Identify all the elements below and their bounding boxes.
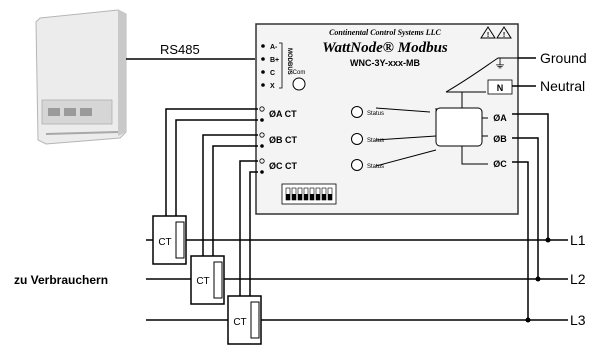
wattnode-meter: Continental Control Systems LLC WattNode…	[255, 23, 519, 215]
status-led-a	[351, 106, 363, 118]
company-name: Continental Control Systems LLC	[329, 28, 441, 37]
status-led-c	[351, 159, 363, 171]
dip-switch-knob	[292, 194, 296, 200]
product-name: WattNode® Modbus	[322, 40, 448, 56]
neutral-label: Neutral	[540, 78, 585, 94]
modbus-terminal-c: C	[270, 70, 275, 77]
ct-c-label: ØC CT	[269, 161, 298, 171]
terminal-a: ØA	[493, 113, 507, 123]
modbus-terminal-a: A-	[270, 44, 278, 51]
ct-a-label: ØA CT	[269, 109, 297, 119]
dip-switch-knob	[316, 194, 320, 200]
status-led-b	[351, 133, 363, 145]
modbus-terminal-b: B+	[270, 57, 279, 64]
modbus-label: MODBUS	[286, 48, 292, 75]
ct-box-2: CT	[190, 255, 225, 305]
com-led	[292, 77, 306, 91]
dip-switch-knob	[298, 194, 302, 200]
terminal-n: N	[497, 83, 504, 93]
model-number: WNC-3Y-xxx-MB	[350, 58, 421, 68]
ct-input-c: ØC CT Status	[259, 158, 384, 174]
line-l3-label: L3	[570, 312, 586, 328]
warning-icon: ! !	[480, 26, 512, 39]
inverter-device	[35, 9, 127, 145]
dip-switch-knob	[322, 194, 326, 200]
internal-wiring	[375, 57, 518, 167]
power-terminal-block: N ØA ØB ØC ⏚	[487, 57, 513, 169]
svg-text:!: !	[503, 32, 505, 39]
ground-label: Ground	[540, 50, 587, 66]
ct-box-3: CT	[227, 295, 262, 345]
voltage-taps	[512, 113, 549, 320]
com-label: Com	[293, 70, 306, 76]
ct-input-b: ØB CT Status	[259, 132, 384, 148]
ct-box-2-label: CT	[196, 276, 209, 287]
modbus-terminal-x: X	[270, 83, 275, 90]
dip-switch-knob	[310, 194, 314, 200]
ct-leads	[165, 108, 258, 296]
ct-box-3-label: CT	[233, 317, 246, 328]
dip-switch-knob	[328, 194, 332, 200]
ct-box-1-label: CT	[158, 237, 171, 248]
consumers-label: zu Verbrauchern	[14, 273, 108, 287]
dip-switch-knob	[286, 194, 290, 200]
ground-icon: ⏚	[494, 57, 506, 71]
svg-text:!: !	[487, 32, 489, 39]
dip-switch-knob	[304, 194, 308, 200]
ct-b-label: ØB CT	[269, 135, 298, 145]
terminal-c: ØC	[493, 159, 507, 169]
terminal-b: ØB	[493, 134, 507, 144]
rs485-label: RS485	[160, 42, 200, 57]
status-c-label: Status	[367, 164, 384, 170]
modbus-terminal-block: A- B+ C X MODBUS	[261, 42, 292, 90]
status-b-label: Status	[367, 138, 384, 144]
ct-box-1: CT	[152, 215, 187, 265]
status-a-label: Status	[367, 111, 384, 117]
ct-input-a: ØA CT Status	[259, 106, 384, 122]
dip-switch	[281, 183, 337, 205]
line-l2-label: L2	[570, 271, 586, 287]
junction-dots	[525, 237, 551, 323]
line-l1-label: L1	[570, 232, 586, 248]
